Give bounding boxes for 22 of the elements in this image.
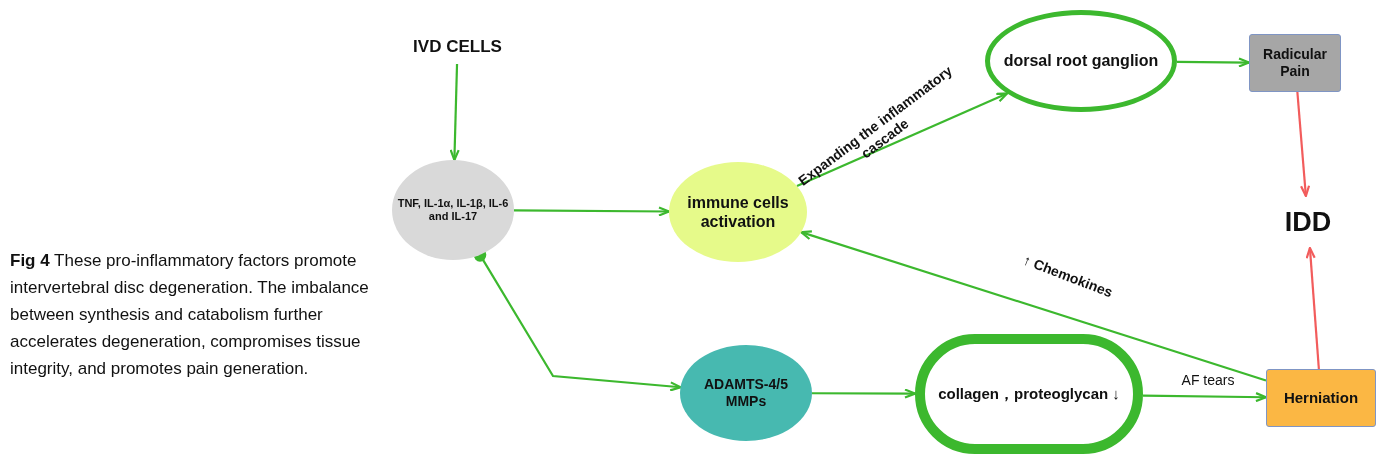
node-label: dorsal root ganglion	[1002, 51, 1160, 71]
arrow	[1143, 392, 1268, 403]
arrow	[796, 92, 1009, 188]
arrow	[1296, 91, 1311, 198]
arrow	[1176, 57, 1251, 68]
arrow	[1305, 246, 1320, 370]
arrow	[800, 230, 1267, 382]
node-label: Herniation	[1282, 389, 1360, 407]
figure-caption: Fig 4 These pro-inflammatory factors promote intervertebral disc degeneration. The imbalance between synthesis and catabolism further accelerates degeneration, compromises tissue integrity, and promotes pain generation.	[10, 250, 370, 380]
edge-label: AF tears	[1181, 371, 1235, 389]
arrow	[812, 388, 917, 399]
process-box	[1249, 34, 1341, 92]
node-label: immune cells activation	[686, 192, 790, 232]
arrow	[449, 63, 460, 162]
node-label: collagen，proteoglycan ↓	[937, 385, 1121, 403]
outcome-text: IDD	[1283, 205, 1333, 239]
node-label: TNF, IL-1α, IL-1β, IL-6 and IL-17	[396, 196, 510, 224]
arrow	[514, 206, 671, 217]
node-label: ADAMTS-4/5 MMPs	[703, 376, 789, 410]
node-label: Radicular Pain	[1262, 46, 1328, 80]
process-box	[1266, 369, 1376, 427]
heading-text: IVD CELLS	[412, 36, 503, 58]
